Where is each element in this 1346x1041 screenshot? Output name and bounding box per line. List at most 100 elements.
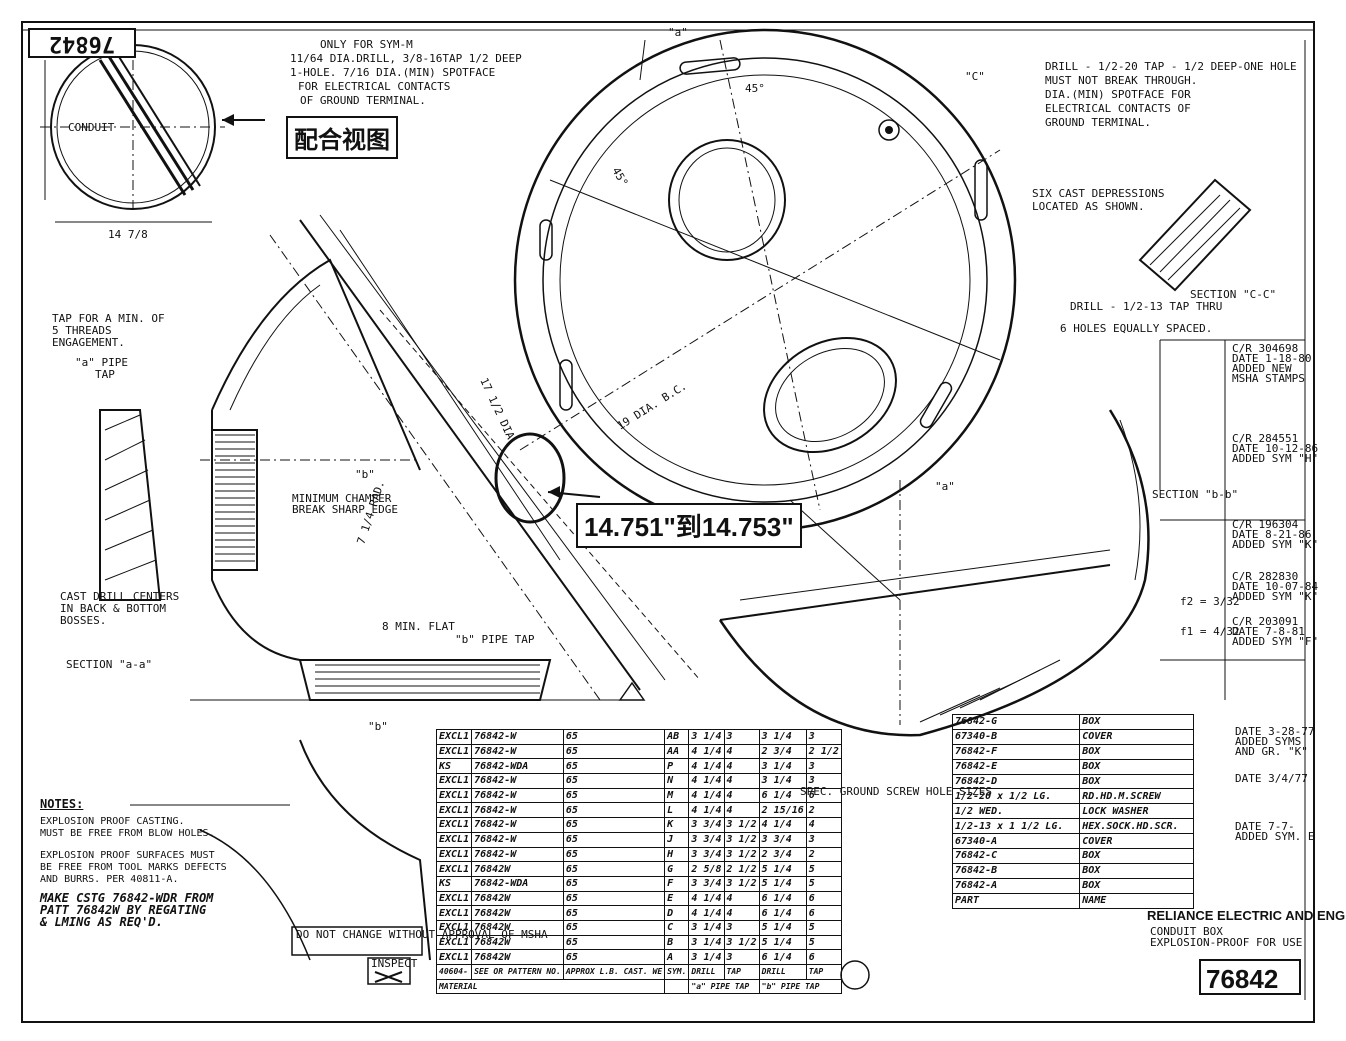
- table-cell: 76842-W: [471, 773, 564, 789]
- front-view: [513, 28, 1017, 532]
- table-cell: KS: [435, 875, 473, 892]
- table-cell: BOX: [1079, 862, 1194, 879]
- mark-label: "C": [965, 70, 985, 83]
- table-cell: 65: [562, 743, 666, 760]
- revision-text: C/R 203091: [1232, 615, 1298, 628]
- table-footer-row: 40604-SEE OR PATTERN NO.APPROX L.B. CAST…: [435, 964, 842, 980]
- table-cell: BOX: [1079, 773, 1194, 790]
- table-cell: 3: [805, 758, 842, 775]
- revision-text: DATE 10-07-84: [1232, 580, 1318, 593]
- table-cell: 3: [805, 773, 842, 789]
- revision-text: DATE 3-28-77: [1235, 725, 1314, 738]
- table-cell: 3 1/4: [758, 729, 807, 745]
- table-row: 1/2 WED.LOCK WASHER: [951, 803, 1194, 820]
- notes-title: NOTES:: [40, 797, 84, 811]
- cast-label: SIX CAST DEPRESSIONS: [1032, 187, 1164, 200]
- note-line: PATT 76842W BY REGATING: [40, 903, 207, 917]
- table-cell: BOX: [1079, 758, 1194, 775]
- table-header-cell: 40604-: [435, 964, 473, 980]
- sheet-border: [21, 21, 1315, 1023]
- table-cell: A: [664, 949, 690, 965]
- right-note-line: ELECTRICAL CONTACTS OF: [1045, 102, 1191, 115]
- dim-label: 19 DIA. B.C.: [615, 379, 689, 432]
- table-cell: 4: [723, 743, 760, 760]
- table-cell: 4: [723, 890, 760, 907]
- table-cell: 6: [805, 905, 842, 921]
- revision-text: DATE 8-21-86: [1232, 528, 1311, 541]
- section-bb: [718, 409, 1150, 737]
- section-cc: [1138, 178, 1252, 292]
- table-cell: 76842-A: [951, 877, 1081, 894]
- section-label: SECTION "a-a": [66, 658, 152, 671]
- table-cell: 1/2-20 x 1/2 LG.: [951, 788, 1081, 805]
- table-row: 1/2-20 x 1/2 LG.RD.HD.M.SCREW: [951, 788, 1194, 805]
- table-cell: 2 3/4: [758, 743, 807, 760]
- table-cell: 76842-W: [471, 743, 564, 760]
- table-header-cell: SYM.: [664, 964, 690, 980]
- table-cell: EXCL1: [435, 861, 473, 877]
- revision-text: ADDED SYM "F": [1232, 635, 1318, 648]
- ground-screw-label: SPEC. GROUND SCREW HOLE SIZES: [800, 785, 992, 798]
- table-cell: 3: [723, 949, 760, 965]
- table-cell: 76842W: [471, 890, 564, 907]
- table-cell: 67340-A: [951, 833, 1081, 850]
- table-cell: 6: [805, 890, 842, 907]
- table-cell: 4: [723, 758, 760, 775]
- mark-label: "a": [668, 26, 688, 39]
- tap-label: "a" PIPE: [75, 356, 128, 369]
- tap-label: 5 THREADS: [52, 324, 112, 337]
- section-label: SECTION "C-C": [1190, 288, 1276, 301]
- fraction-note: f1 = 4/32: [1180, 625, 1240, 638]
- revision-text: C/R 304698: [1232, 342, 1298, 355]
- table-cell: 5 1/4: [758, 875, 807, 892]
- table-cell: 5: [805, 861, 842, 877]
- note-line: AND BURRS. PER 40811-A.: [40, 874, 179, 885]
- table-cell: 5 1/4: [758, 919, 807, 936]
- table-cell: EXCL1: [435, 787, 473, 804]
- table-cell: E: [664, 890, 690, 907]
- table-cell: 3 1/4: [688, 949, 725, 965]
- angle-label: 45°: [745, 82, 765, 95]
- tap-label: TAP: [95, 368, 115, 381]
- table-header-cell: TAP: [805, 964, 842, 980]
- table-cell: AA: [664, 743, 690, 760]
- cast-label: CAST DRILL CENTERS: [60, 590, 179, 603]
- table-cell: 3 3/4: [688, 846, 725, 863]
- table-cell: 3 1/2: [723, 846, 760, 863]
- table-cell: 4 1/4: [758, 817, 807, 833]
- pipe-tap-label: "b" PIPE TAP: [455, 633, 535, 646]
- table-cell: K: [664, 817, 690, 833]
- table-cell: EXCL1: [435, 846, 473, 863]
- table-cell: 65: [562, 875, 666, 892]
- revision-text: C/R 196304: [1232, 518, 1299, 531]
- table-cell: 2 1/2: [805, 743, 842, 760]
- table-header-cell: DRILL: [688, 964, 725, 980]
- table-cell: 65: [562, 934, 666, 951]
- table-cell: 76842W: [471, 934, 564, 951]
- table-cell: BOX: [1079, 743, 1194, 760]
- table-cell: 65: [562, 817, 666, 833]
- table-cell: 3: [723, 729, 760, 745]
- mark-label: "a": [935, 480, 955, 493]
- table-cell: RD.HD.M.SCREW: [1079, 788, 1194, 805]
- table-cell: EXCL1: [435, 831, 473, 848]
- note-line: EXPLOSION PROOF CASTING.: [40, 816, 185, 827]
- table-cell: COVER: [1079, 728, 1194, 745]
- table-cell: 65: [562, 758, 666, 775]
- table-cell: 76842-F: [951, 743, 1081, 760]
- table-cell: G: [664, 861, 690, 877]
- table-cell: 4 1/4: [688, 890, 725, 907]
- drill-label: 6 HOLES EQUALLY SPACED.: [1060, 322, 1212, 335]
- table-cell: 2: [805, 802, 842, 819]
- table-cell: 3 1/4: [688, 729, 725, 745]
- table-cell: 65: [562, 949, 666, 965]
- table-cell: 6 1/4: [758, 949, 807, 965]
